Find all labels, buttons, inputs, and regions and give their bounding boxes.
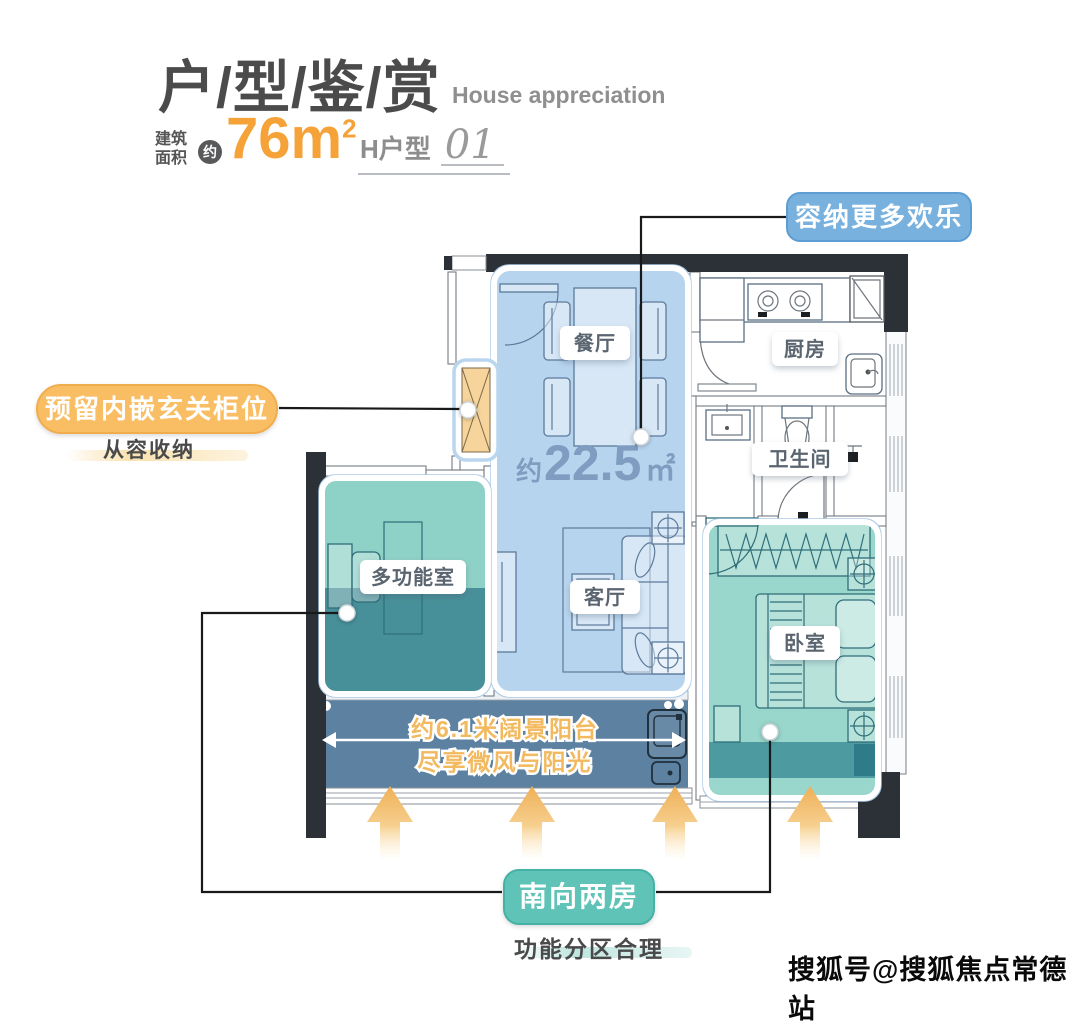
svg-text:卫生间: 卫生间 <box>769 448 832 471</box>
room-label-multi-function: 多功能室 <box>360 560 466 594</box>
svg-text:厨房: 厨房 <box>784 337 826 361</box>
balcony-caption-line1: 约6.1米阔景阳台 <box>411 716 599 742</box>
callout-entry-cabinet: 预留内嵌玄关柜位 <box>36 384 278 434</box>
callout-leader-lines <box>200 215 787 894</box>
watermark: 搜狐号@搜狐焦点常德站 <box>788 955 1068 1024</box>
unit-type-number: 01 <box>440 125 504 166</box>
area-sup: 2 <box>342 113 357 144</box>
caption-underline-left <box>66 450 248 461</box>
page-subtitle-en: House appreciation <box>452 82 666 108</box>
kitchen-sink-icon <box>845 353 883 395</box>
washing-machine-icon <box>647 709 687 785</box>
floor-plan: 约6.1米阔景阳台 尽享微风与阳光 约22.5㎡ 餐厅 厨房 卫生间 多功能室 … <box>200 215 908 894</box>
building-area-value: 76m2 <box>226 110 357 168</box>
area-number: 76m <box>226 106 343 171</box>
wardrobe-icon <box>717 523 871 577</box>
room-label-kitchen: 厨房 <box>772 332 838 366</box>
leader-dot-cabinet <box>459 401 477 419</box>
room-label-bathroom: 卫生间 <box>752 442 848 476</box>
dining-table-icon <box>543 287 667 447</box>
leader-dot-bedroom <box>761 723 779 741</box>
toilet-icon <box>781 405 813 419</box>
room-label-bedroom: 卧室 <box>770 626 840 660</box>
svg-text:多功能室: 多功能室 <box>371 565 455 589</box>
floor-drain-icon <box>848 452 858 462</box>
caption-zoning: 功能分区合理 <box>514 936 664 962</box>
room-label-living: 客厅 <box>570 580 640 614</box>
callout-more-joy: 容纳更多欢乐 <box>786 192 972 242</box>
area-label-line2: 面积 <box>155 149 188 167</box>
caption-storage: 从容收纳 <box>103 439 195 462</box>
nightstand-icons <box>847 557 881 743</box>
leader-dot-living <box>632 428 650 446</box>
balcony-width-arrow <box>322 732 686 748</box>
south-sun-arrows <box>367 786 833 858</box>
tv-cabinet-icon <box>495 551 517 653</box>
balcony-caption-line2: 尽享微风与阳光 <box>418 749 593 775</box>
desk-icon <box>327 543 353 609</box>
stool-icon <box>713 705 741 743</box>
unit-type-label: H户型 <box>360 134 431 164</box>
kitchen-fixtures <box>699 277 883 395</box>
svg-text:餐厅: 餐厅 <box>574 331 616 355</box>
callout-south-rooms: 南向两房 <box>503 869 655 925</box>
side-table-icons <box>651 511 685 675</box>
svg-text:卧室: 卧室 <box>784 631 826 655</box>
bathroom-fixtures <box>705 404 862 462</box>
balcony <box>313 690 693 805</box>
area-label-line1: 建筑 <box>155 131 188 148</box>
svg-text:客厅: 客厅 <box>583 585 626 609</box>
room-label-dining: 餐厅 <box>560 326 630 360</box>
page-title: 户/型/鉴/赏 <box>158 56 441 120</box>
unit-type: H户型 01 <box>358 125 510 175</box>
entry-cabinet-icon <box>452 358 500 462</box>
leader-dot-multi <box>338 604 356 622</box>
caption-underline-bottom <box>512 947 692 958</box>
area-label: 建筑 面积 <box>155 131 187 169</box>
approx-circle-badge: 约 <box>198 140 222 164</box>
